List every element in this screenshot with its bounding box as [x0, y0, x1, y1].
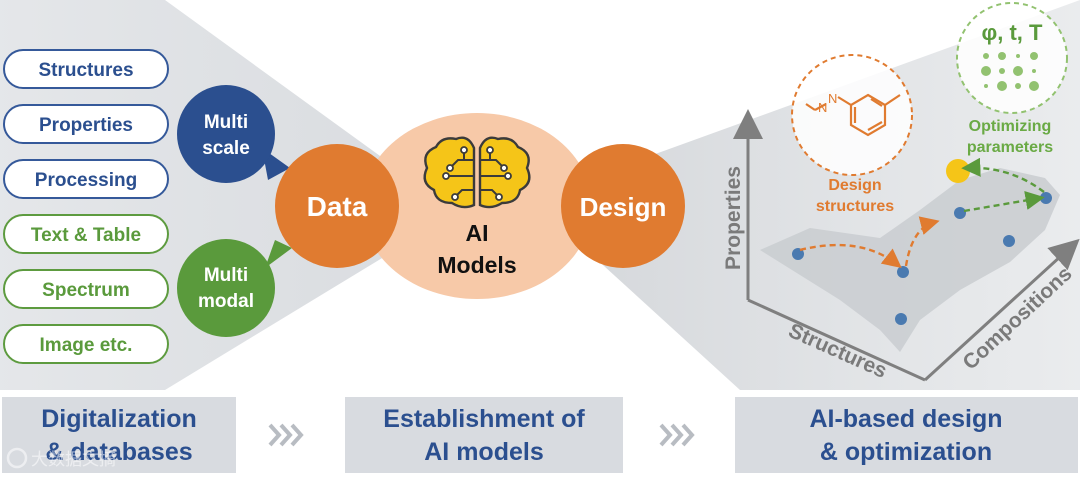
optimize-path-arrow — [961, 157, 1045, 193]
design-landscape-surface — [760, 168, 1060, 352]
stage-box-1 — [2, 397, 236, 473]
left-item-label: Processing — [35, 170, 137, 191]
parameter-dot — [1029, 81, 1039, 91]
parameter-dot — [984, 84, 988, 88]
parameter-dot — [999, 68, 1005, 74]
chevron-arrows-icon — [659, 423, 695, 447]
brain-icon — [423, 136, 531, 209]
optimizing-parameters-line2: parameters — [967, 139, 1053, 156]
multi-scale-line1: Multi — [204, 112, 248, 133]
left-item-pill — [3, 49, 169, 89]
azo-n1: N — [818, 100, 827, 115]
design-structures-line2: structures — [816, 198, 894, 215]
left-item-pill — [3, 104, 169, 144]
parameter-dot — [1015, 83, 1021, 89]
left-item-label: Structures — [38, 60, 133, 81]
data-label: Data — [307, 191, 368, 222]
stage-3-line1: AI-based design — [809, 405, 1002, 433]
parameter-dot — [981, 66, 991, 76]
optimize-path-arrow — [963, 190, 1045, 213]
multi-modal-pointer — [265, 240, 292, 268]
design-path-arrow — [904, 216, 940, 267]
x-axis — [747, 298, 926, 382]
multi-scale-line2: scale — [202, 138, 250, 159]
optimum-point — [946, 159, 970, 183]
parameter-dot-grid — [981, 52, 1039, 91]
multi-modal-bubble — [177, 239, 275, 337]
multi-modal-line2: modal — [198, 291, 254, 312]
multi-scale-bubble — [177, 85, 275, 183]
z-axis — [923, 238, 1080, 382]
stage-1-line2: & databases — [45, 438, 192, 466]
left-item-pill — [3, 324, 169, 364]
molecule-icon — [805, 93, 901, 137]
stage-box-2 — [345, 397, 623, 473]
design-point — [954, 207, 966, 219]
design-label: Design — [580, 192, 667, 222]
parameter-dot — [997, 81, 1007, 91]
left-item-label: Text & Table — [31, 225, 141, 246]
left-item-label: Properties — [39, 115, 133, 136]
left-item-label: Image etc. — [40, 335, 133, 356]
parameter-dot — [998, 52, 1006, 60]
ai-models-line1: AI — [466, 220, 489, 246]
stage-2-line2: AI models — [424, 438, 543, 466]
stage-2-line1: Establishment of — [383, 405, 585, 433]
y-axis-label: Properties — [722, 166, 745, 270]
watermark-text: 大数据文摘 — [31, 450, 116, 469]
ai-models-line2: Models — [437, 252, 516, 278]
watermark: 大数据文摘 — [6, 447, 116, 469]
design-point — [895, 313, 907, 325]
chevron-arrows-icon — [268, 423, 304, 447]
left-item-label: Spectrum — [42, 280, 130, 301]
design-path-arrow — [799, 243, 902, 268]
design-point — [1040, 192, 1052, 204]
parameter-dot — [1013, 66, 1023, 76]
stage-box-3 — [735, 397, 1078, 473]
design-structures-line1: Design — [828, 177, 881, 194]
parameter-dot — [1030, 52, 1038, 60]
parameter-symbols: φ, t, T — [982, 20, 1044, 45]
ai-models-ellipse — [362, 113, 592, 299]
parameter-dot — [983, 53, 989, 59]
design-point — [1003, 235, 1015, 247]
stage-3-line2: & optimization — [820, 438, 992, 466]
parameter-dot — [1016, 54, 1020, 58]
design-point — [897, 266, 909, 278]
design-circle — [561, 144, 685, 268]
parameter-dot — [1032, 69, 1036, 73]
optimizing-parameters-line1: Optimizing — [969, 118, 1052, 135]
multi-modal-line1: Multi — [204, 265, 248, 286]
left-item-pill — [3, 214, 169, 254]
design-point — [792, 248, 804, 260]
azo-n2: N — [828, 91, 837, 106]
stage-1-line1: Digitalization — [41, 405, 197, 433]
data-circle — [275, 144, 399, 268]
left-item-pill — [3, 159, 169, 199]
left-item-pill — [3, 269, 169, 309]
